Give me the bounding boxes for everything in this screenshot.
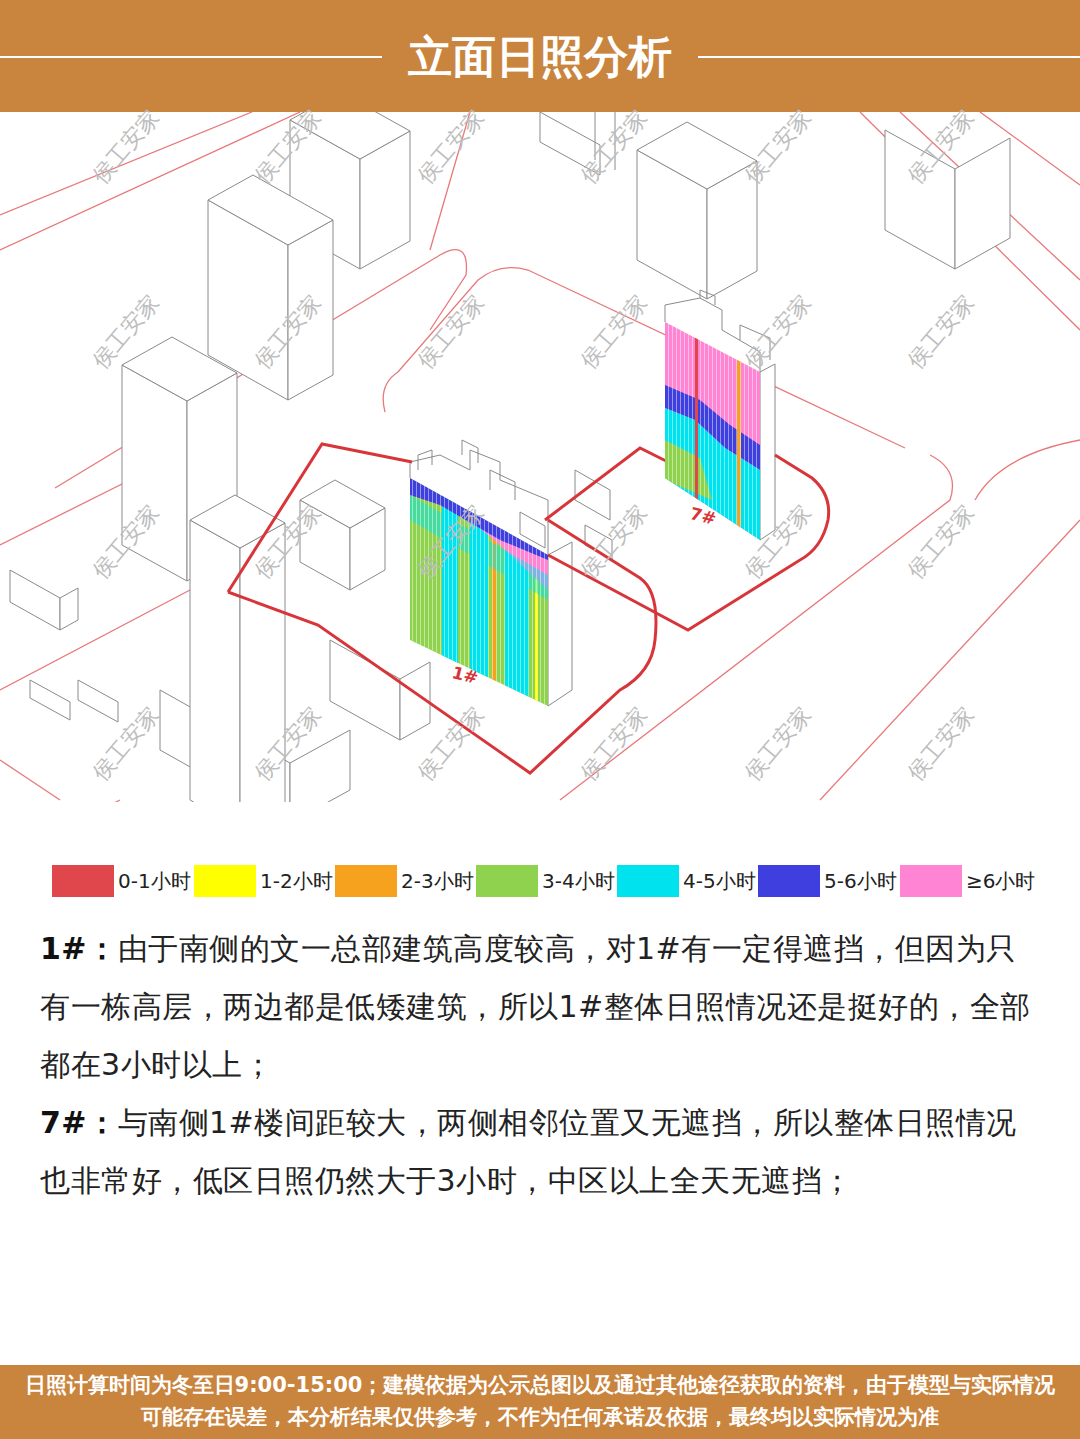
legend-text: 1-2小时 <box>260 866 333 896</box>
legend-text: 5-6小时 <box>824 866 897 896</box>
legend-swatch <box>476 865 538 897</box>
paragraph: 1#：由于南侧的文一总部建筑高度较高，对1#有一定得遮挡，但因为只有一栋高层，两… <box>40 920 1045 1094</box>
watermark: 侯工安家 <box>738 289 818 376</box>
legend-swatch <box>617 865 679 897</box>
title-rule <box>698 56 1080 58</box>
title-bar <box>0 0 1080 112</box>
paragraph-body: 与南侧1#楼间距较大，两侧相邻位置又无遮挡，所以整体日照情况也非常好，低区日照仍… <box>40 1105 1017 1198</box>
page-title: 立面日照分析 <box>0 22 1080 92</box>
legend-swatch <box>758 865 820 897</box>
watermark: 侯工安家 <box>574 701 654 788</box>
watermark: 侯工安家 <box>901 499 981 586</box>
site-model <box>0 112 1080 802</box>
legend-text: 4-5小时 <box>683 866 756 896</box>
building-heading: 1#： <box>40 931 118 966</box>
legend-swatch <box>900 865 962 897</box>
watermark: 侯工安家 <box>86 104 166 191</box>
legend-swatch <box>194 865 256 897</box>
legend-text: 3-4小时 <box>542 866 615 896</box>
watermark: 侯工安家 <box>411 289 491 376</box>
watermark: 侯工安家 <box>738 701 818 788</box>
legend-text: ≥6小时 <box>966 866 1035 896</box>
footer-bar <box>0 1365 1080 1439</box>
watermark: 侯工安家 <box>86 701 166 788</box>
watermark: 侯工安家 <box>738 104 818 191</box>
watermark: 侯工安家 <box>901 289 981 376</box>
paragraph: 7#：与南侧1#楼间距较大，两侧相邻位置又无遮挡，所以整体日照情况也非常好，低区… <box>40 1094 1045 1210</box>
legend-swatch <box>335 865 397 897</box>
legend-text: 0-1小时 <box>118 866 191 896</box>
legend-text: 2-3小时 <box>401 866 474 896</box>
watermark: 侯工安家 <box>574 289 654 376</box>
paragraph-body: 由于南侧的文一总部建筑高度较高，对1#有一定得遮挡，但因为只有一栋高层，两边都是… <box>40 931 1031 1082</box>
analysis-text: 1#：由于南侧的文一总部建筑高度较高，对1#有一定得遮挡，但因为只有一栋高层，两… <box>40 920 1045 1210</box>
sunlight-facade <box>405 460 555 720</box>
plot-lines <box>0 112 1080 802</box>
building-heading: 7#： <box>40 1105 118 1140</box>
watermark: 侯工安家 <box>901 701 981 788</box>
title-rule <box>0 56 382 58</box>
footer-caption: 日照计算时间为冬至日9:00-15:00；建模依据为公示总图以及通过其他途径获取… <box>18 1369 1062 1435</box>
legend-swatch <box>52 865 114 897</box>
buildings <box>10 112 1010 802</box>
